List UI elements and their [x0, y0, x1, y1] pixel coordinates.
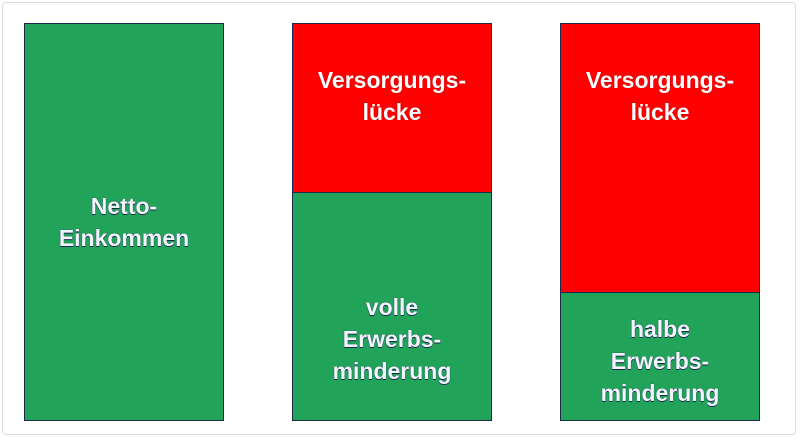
- column-halbe-erwerbsminderung: Versorgungs- lücke halbe Erwerbs- minder…: [560, 23, 760, 421]
- column-netto-einkommen: Netto- Einkommen: [24, 23, 224, 421]
- segment-label: Versorgungs- lücke: [317, 67, 467, 125]
- segment-label: volle Erwerbs- minderung: [332, 294, 452, 384]
- diagram-frame: Netto- Einkommen Versorgungs- lücke voll…: [2, 2, 796, 435]
- segment-label: halbe Erwerbs- minderung: [600, 316, 720, 406]
- segment-versorgungsluecke: Versorgungs- lücke: [561, 24, 759, 292]
- segment-halbe-erwerbsminderung: halbe Erwerbs- minderung: [561, 292, 759, 420]
- segment-netto-einkommen: Netto- Einkommen: [25, 24, 223, 420]
- column-volle-erwerbsminderung: Versorgungs- lücke volle Erwerbs- minder…: [292, 23, 492, 421]
- segment-label: Netto- Einkommen: [58, 193, 190, 251]
- segment-versorgungsluecke: Versorgungs- lücke: [293, 24, 491, 192]
- segment-volle-erwerbsminderung: volle Erwerbs- minderung: [293, 192, 491, 420]
- segment-label: Versorgungs- lücke: [585, 67, 735, 125]
